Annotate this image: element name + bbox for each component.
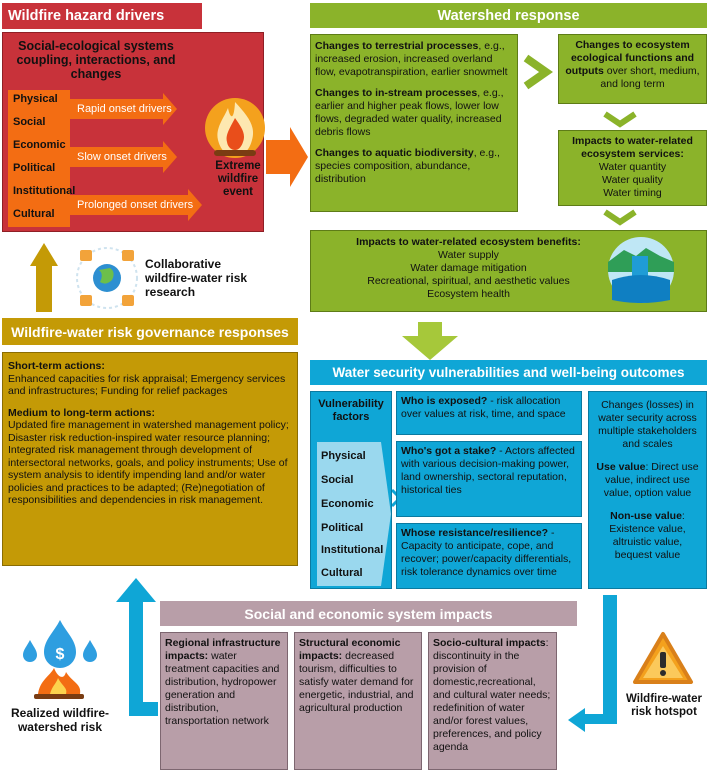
hazard-factor: Cultural <box>13 208 55 220</box>
regional-impacts-box: Regional infrastructure impacts: water t… <box>160 632 288 770</box>
governance-header: Wildfire-water risk governance responses <box>2 318 298 345</box>
driver-label: Rapid onset drivers <box>77 103 172 115</box>
vuln-factor: Physical <box>321 450 366 462</box>
vuln-factor: Political <box>321 522 364 534</box>
security-header: Water security vulnerabilities and well-… <box>310 360 707 385</box>
who-stake-box: Who's got a stake? - Actors affected wit… <box>396 441 582 517</box>
aquatic-changes: Changes to aquatic biodiversity, e.g., s… <box>315 147 500 185</box>
instream-changes: Changes to in-stream processes, e.g., ea… <box>315 87 504 138</box>
realized-risk-label: Realized wildfire-watershed risk <box>10 706 110 734</box>
structural-impacts-box: Structural economic impacts: decreased t… <box>294 632 422 770</box>
arrow-governance-to-hazard <box>30 243 58 312</box>
chevron-down-1 <box>603 111 637 128</box>
eco-functions-box: Changes to ecosystem ecological function… <box>558 34 707 104</box>
hazard-header: Wildfire hazard drivers <box>2 3 202 29</box>
social-header: Social and economic system impacts <box>160 601 577 626</box>
hazard-factor: Political <box>13 162 56 174</box>
terrestrial-changes: Changes to terrestrial processes, e.g., … <box>315 40 508 78</box>
vulnerability-panel: Vulnerability factors Physical Social Ec… <box>310 391 392 589</box>
water-security-losses-box: Changes (losses) in water security acros… <box>588 391 707 589</box>
hazard-factor: Institutional <box>13 185 76 197</box>
collab-label: Collaborative wildfire-water risk resear… <box>145 257 248 299</box>
vuln-factor: Cultural <box>321 567 363 579</box>
watershed-header: Watershed response <box>310 3 707 28</box>
socio-cultural-impacts-box: Socio-cultural impacts: discontinuity in… <box>428 632 557 770</box>
chevron-down-2 <box>603 209 637 226</box>
driver-label: Slow onset drivers <box>77 151 167 163</box>
hazard-subtitle: Social-ecological systems coupling, inte… <box>16 39 176 81</box>
vuln-factor: Institutional <box>321 544 384 556</box>
hazard-factor: Physical <box>13 93 58 105</box>
resilience-box: Whose resistance/resilience? - Capacity … <box>396 523 582 589</box>
arrow-social-to-governance <box>129 600 158 716</box>
hotspot-label: Wildfire-water risk hotspot <box>626 693 702 718</box>
hazard-factor: Social <box>13 116 46 128</box>
svg-text:$: $ <box>56 646 65 663</box>
vuln-factor: Economic <box>321 498 374 510</box>
hazard-factor: Economic <box>13 139 66 151</box>
nonuse-value: Non-use value: Existence value, altruist… <box>609 510 686 561</box>
vulnerability-title: Vulnerability factors <box>318 398 384 423</box>
factor-chevron <box>317 442 391 586</box>
who-exposed-box: Who is exposed? - risk allocation over v… <box>396 391 582 435</box>
arrow-benefits-to-security <box>402 322 458 360</box>
fire-event-label: Extreme wildfire event <box>215 160 261 198</box>
watershed-changes-box: Changes to terrestrial processes, e.g., … <box>310 34 518 212</box>
chevron-right <box>523 54 553 90</box>
hazard-factor-column <box>8 90 70 227</box>
driver-arrows <box>70 93 202 221</box>
arrow-fire-to-watershed <box>266 127 308 187</box>
arrow-security-to-social <box>585 595 617 724</box>
use-value: Use value: Direct use value, indirect us… <box>596 461 699 499</box>
driver-label: Prolonged onset drivers <box>77 199 194 211</box>
vuln-factor: Social <box>321 474 354 486</box>
eco-services-box: Impacts to water-related ecosystem servi… <box>558 130 707 206</box>
governance-panel: Short-term actions: Enhanced capacities … <box>2 352 298 566</box>
